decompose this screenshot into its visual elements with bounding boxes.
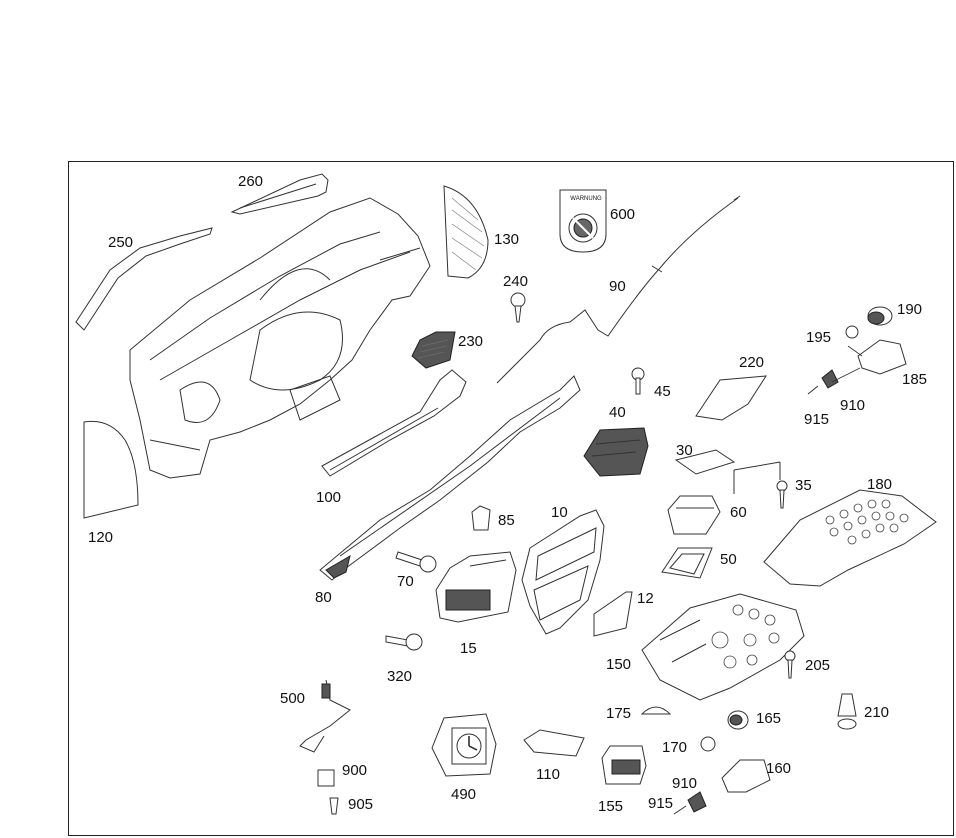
part-90-cable [496,195,741,384]
label-45: 45 [654,383,671,400]
part-205-screw [784,650,796,679]
label-205: 205 [805,657,831,674]
label-70: 70 [397,573,414,590]
label-915-lower: 915 [648,795,674,812]
part-240-screw [510,292,526,323]
label-90: 90 [609,278,626,295]
part-185-lamp [857,339,907,375]
label-60: 60 [730,504,747,521]
label-220: 220 [739,354,765,371]
part-130-side-panel [443,185,489,279]
label-185: 185 [902,371,928,388]
part-60-housing [667,495,721,535]
part-320-screw [385,633,423,651]
label-230: 230 [458,333,484,350]
part-210-clip [837,693,857,730]
label-15: 15 [460,640,477,657]
label-30: 30 [676,442,693,459]
part-915-pin-upper [807,385,819,395]
part-12-cover [593,591,633,637]
part-195-bulb [845,325,859,339]
warning-label-text: WARNUNG [570,196,602,202]
label-160: 160 [766,760,792,777]
part-220-bracket [695,375,767,421]
label-35: 35 [795,477,812,494]
label-12: 12 [637,590,654,607]
part-50-seal-frame [661,547,713,579]
part-30-cover [674,449,736,475]
part-915-pin-lower [673,805,687,815]
part-35-screw [776,480,788,509]
part-600-warning-label: WARNUNG [559,189,607,253]
label-250: 250 [108,234,134,251]
dashboard-carrier [129,197,431,479]
label-120: 120 [88,529,114,546]
part-80-decor-trim [319,375,581,581]
part-110-cover [523,729,585,757]
label-85: 85 [498,512,515,529]
label-10: 10 [551,504,568,521]
part-190-lamp-socket [867,306,893,326]
label-40: 40 [609,404,626,421]
part-900-connector [317,769,335,787]
label-910-upper: 910 [840,397,866,414]
label-320: 320 [387,668,413,685]
label-260: 260 [238,173,264,190]
label-500: 500 [280,690,306,707]
label-910-lower: 910 [672,775,698,792]
label-155: 155 [598,798,624,815]
part-905-pin [329,797,339,815]
label-80: 80 [315,589,332,606]
label-110: 110 [536,766,560,783]
label-165: 165 [756,710,782,727]
part-500-wiring-harness [299,679,351,753]
label-905: 905 [348,796,374,813]
label-50: 50 [720,551,737,568]
label-175: 175 [606,705,632,722]
part-70-screw [395,551,437,573]
part-180-cover-plate [763,489,937,587]
part-100-trim [321,369,467,477]
label-900: 900 [342,762,368,779]
label-180: 180 [867,476,893,493]
part-10-center-bezel [521,509,605,635]
diagram-frame [68,161,954,836]
part-175-cap [640,706,672,715]
part-490-analog-clock [431,713,497,777]
part-160-lamp [721,759,771,793]
label-240: 240 [503,273,529,290]
label-170: 170 [662,739,688,756]
part-15-switch-panel [435,551,517,623]
part-165-socket [727,710,749,730]
part-40-switch-block [583,427,649,477]
label-190: 190 [897,301,923,318]
label-210: 210 [864,704,890,721]
label-600: 600 [610,206,636,223]
part-155-switch [601,745,647,785]
label-100: 100 [316,489,342,506]
part-230-air-vent [411,331,456,369]
part-170-bulb [700,736,716,752]
part-85-clip [471,505,491,531]
part-910-connector-upper [821,369,839,389]
part-250-trim-strip [75,227,213,331]
label-490: 490 [451,786,477,803]
label-195: 195 [806,329,832,346]
part-45-screw [631,367,645,395]
label-150: 150 [606,656,632,673]
label-130: 130 [494,231,520,248]
part-150-tray [641,593,805,701]
part-120-side-cover [83,420,139,519]
leader-lines [831,345,863,383]
part-260-trim-strip [230,173,329,215]
label-915-upper: 915 [804,411,830,428]
part-910-connector-lower [687,791,707,813]
